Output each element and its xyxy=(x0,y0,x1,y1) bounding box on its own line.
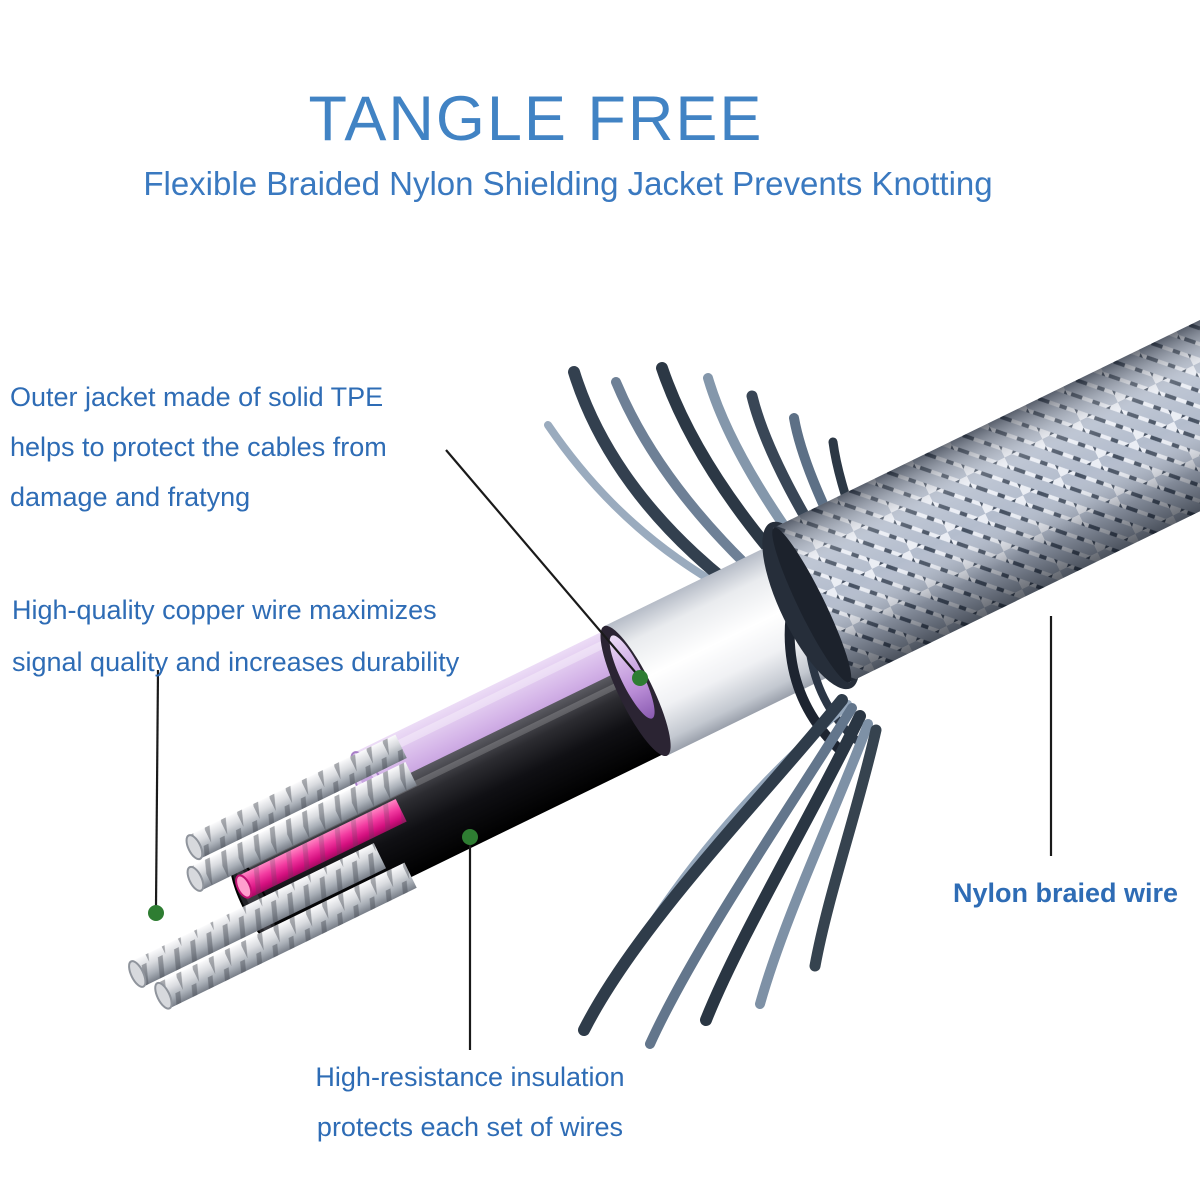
callout-dots xyxy=(148,670,648,921)
pointer-line-copper-wire xyxy=(154,669,160,907)
callout-copper-wire-line2: signal quality and increases durability xyxy=(12,647,460,677)
pointer-line-outer-jacket xyxy=(445,449,637,674)
callout-insulation: High-resistance insulation protects each… xyxy=(240,1052,700,1152)
pink-wire xyxy=(235,799,407,899)
callout-nylon-braid-label: Nylon braied wire xyxy=(953,878,1179,908)
copper-wire-bundles xyxy=(128,734,417,1010)
subtitle: Flexible Braided Nylon Shielding Jacket … xyxy=(143,165,993,203)
callout-outer-jacket-line2: helps to protect the cables from xyxy=(10,432,387,462)
page-title: TANGLE FREE xyxy=(308,84,764,155)
pointer-dot-insulation xyxy=(462,829,478,845)
callout-pointers xyxy=(154,449,1053,1050)
frayed-fibers-bottom xyxy=(578,694,882,1049)
nylon-braid-sleeve xyxy=(762,291,1200,690)
callout-outer-jacket: Outer jacket made of solid TPE helps to … xyxy=(10,372,387,522)
callout-outer-jacket-line1: Outer jacket made of solid TPE xyxy=(10,382,384,412)
callout-copper-wire-line1: High-quality copper wire maximizes xyxy=(12,595,437,625)
pointer-dot-copper-wire xyxy=(148,905,164,921)
pointer-dot-outer-jacket xyxy=(632,670,648,686)
callout-insulation-line2: protects each set of wires xyxy=(316,1112,624,1142)
callout-copper-wire: High-quality copper wire maximizes signa… xyxy=(12,584,459,688)
callout-nylon-braid: Nylon braied wire xyxy=(953,876,1178,910)
callout-outer-jacket-line3: damage and fratyng xyxy=(10,482,251,512)
callout-insulation-line1: High-resistance insulation xyxy=(315,1062,625,1092)
